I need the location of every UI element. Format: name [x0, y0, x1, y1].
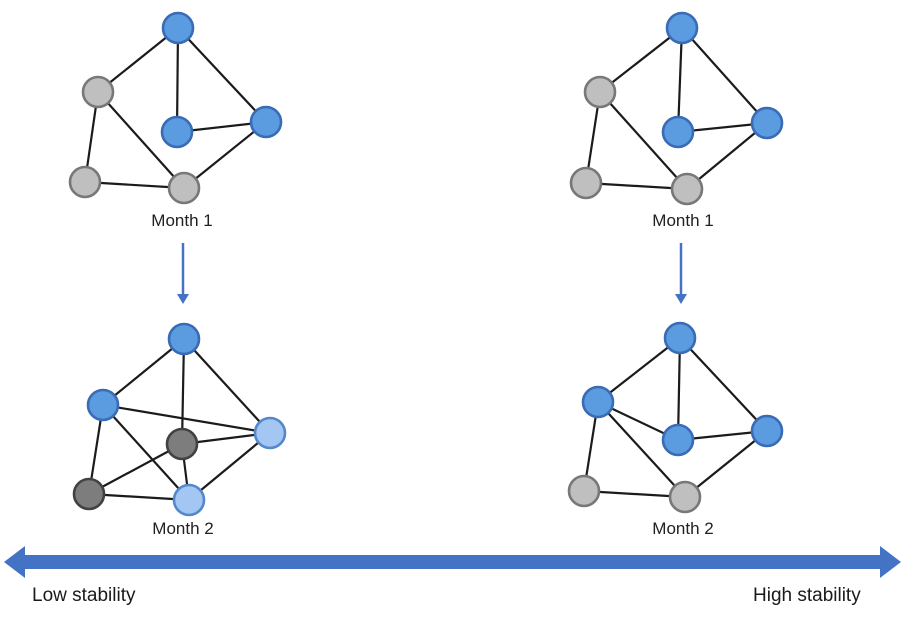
network-node-light_gray [167, 171, 201, 205]
network-edge [97, 91, 185, 189]
network-node-blue [86, 388, 120, 422]
network-edge [97, 27, 179, 93]
network-edge [102, 403, 271, 435]
network-high-stability-month2 [567, 321, 784, 514]
high-stability-label: High stability [753, 585, 861, 606]
network-node-light_gray [670, 172, 704, 206]
network-node-blue [665, 11, 699, 45]
network-edge [102, 338, 185, 406]
network-edge [180, 338, 186, 445]
network-edge [599, 27, 683, 93]
network-node-light_gray [81, 75, 115, 109]
network-node-light_blue [253, 416, 287, 450]
month-label-high-month2: Month 2 [652, 519, 714, 538]
network-node-blue [661, 115, 695, 149]
network-node-light_gray [567, 474, 601, 508]
network-edge [183, 338, 271, 434]
network-edge [684, 430, 768, 498]
network-low-stability-month1 [68, 11, 283, 205]
network-edge [585, 181, 688, 191]
network-edge [597, 401, 686, 498]
network-low-stability-month2 [72, 322, 287, 517]
network-edge [679, 337, 768, 432]
network-edge [599, 91, 688, 190]
network-edge [183, 121, 267, 189]
network-edge [102, 404, 190, 501]
network-edge [177, 27, 267, 123]
network-edge [88, 492, 190, 502]
network-node-blue [161, 11, 195, 45]
month-label-low-month2: Month 2 [152, 519, 214, 538]
network-node-light_blue [172, 483, 206, 517]
network-node-blue [581, 385, 615, 419]
network-edge [597, 337, 681, 403]
month-transition-arrowhead [675, 294, 687, 304]
network-node-light_gray [583, 75, 617, 109]
network-edge [686, 122, 768, 190]
network-edge [188, 432, 271, 501]
network-node-blue [750, 414, 784, 448]
network-edge [88, 443, 183, 495]
network-node-dark_gray [72, 477, 106, 511]
network-high-stability-month1 [569, 11, 784, 206]
network-node-light_gray [569, 166, 603, 200]
network-node-light_gray [668, 480, 702, 514]
network-node-blue [249, 105, 283, 139]
network-node-blue [160, 115, 194, 149]
month-transition-arrowhead [177, 294, 189, 304]
network-node-blue [167, 322, 201, 356]
network-edge [681, 27, 768, 124]
network-edge [676, 27, 684, 133]
network-edge [676, 337, 682, 441]
network-node-blue [663, 321, 697, 355]
network-node-blue [750, 106, 784, 140]
network-node-light_gray [68, 165, 102, 199]
network-edge [84, 180, 185, 190]
month-label-high-month1: Month 1 [652, 211, 714, 230]
network-node-dark_gray [165, 427, 199, 461]
month-label-low-month1: Month 1 [151, 211, 213, 230]
network-edge [175, 27, 180, 133]
low-stability-label: Low stability [32, 585, 136, 606]
stability-axis-arrow [4, 546, 901, 578]
network-edge [583, 489, 686, 499]
network-node-blue [661, 423, 695, 457]
